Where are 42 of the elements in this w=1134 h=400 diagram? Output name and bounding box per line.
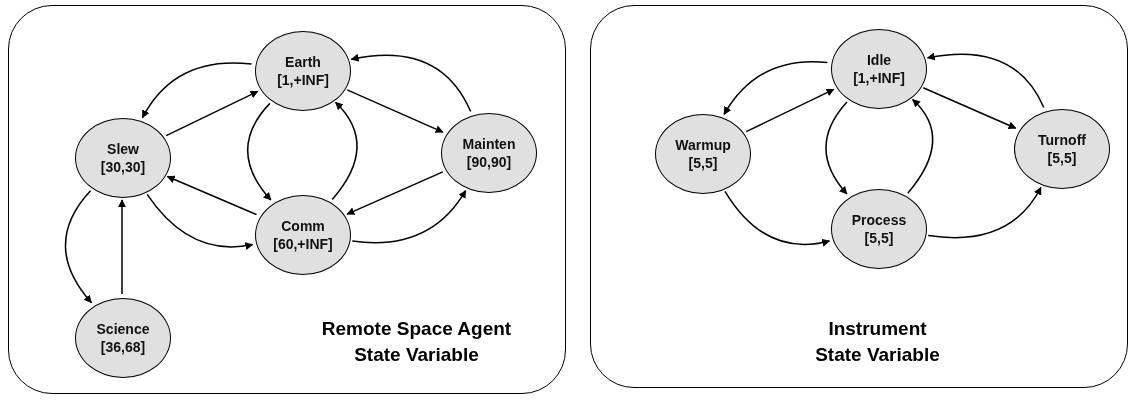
transition-arrow — [723, 61, 829, 116]
transition-arrow — [146, 193, 254, 250]
transition-arrow — [346, 89, 444, 133]
transition-arrow — [351, 189, 467, 244]
transition-arrow — [331, 101, 358, 201]
duration-bound: [60,+INF] — [273, 235, 333, 254]
transition-arrow — [166, 175, 258, 216]
state-variable-panel — [590, 5, 1128, 388]
duration-bound: [90,90] — [466, 153, 512, 172]
state-name: Turnoff — [1038, 130, 1086, 149]
duration-bound: [30,30] — [100, 158, 146, 177]
panel-title: Instrument State Variable — [814, 317, 941, 367]
state-name: Idle — [866, 50, 892, 69]
state-name: Warmup — [675, 135, 731, 154]
duration-bound: [5,5] — [688, 154, 718, 173]
transition-arrow — [825, 101, 848, 195]
state-name: Science — [96, 319, 150, 338]
transition-arrow — [926, 52, 1045, 109]
transition-arrow — [922, 87, 1017, 129]
duration-bound: [5,5] — [1047, 149, 1077, 168]
transition-arrow — [907, 98, 934, 194]
duration-bound: [1,+INF] — [853, 69, 905, 88]
transition-arrow — [246, 102, 272, 201]
state-name: Slew — [107, 139, 139, 158]
transition-arrow — [745, 88, 835, 133]
duration-bound: [5,5] — [864, 229, 894, 248]
transition-arrow — [927, 186, 1042, 239]
transition-arrow — [64, 190, 93, 304]
transition-arrow — [165, 90, 259, 137]
duration-bound: [1,+INF] — [277, 71, 329, 90]
transition-arrow — [346, 171, 444, 215]
state-name: Process — [851, 210, 907, 229]
state-name: Comm — [281, 216, 325, 235]
transition-arrow — [724, 190, 831, 247]
transition-arrow — [141, 62, 253, 119]
panel-title: Remote Space Agent State Variable — [320, 317, 513, 367]
transition-arrow — [350, 54, 472, 113]
transition-arrow — [118, 199, 126, 295]
duration-bound: [36,68] — [100, 338, 146, 357]
state-variable-panel — [8, 5, 566, 394]
state-name: Earth — [285, 52, 321, 71]
state-name: Mainten — [462, 134, 516, 153]
